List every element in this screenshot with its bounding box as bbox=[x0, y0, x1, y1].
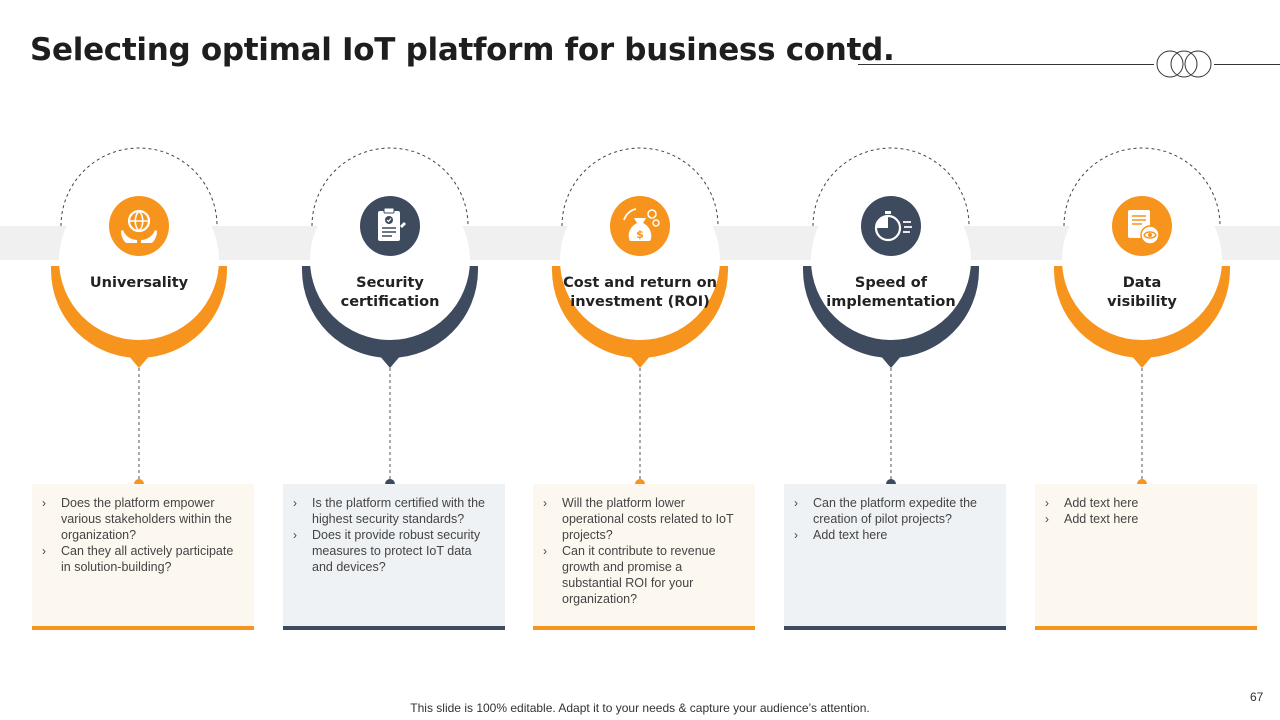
title-rule-left bbox=[858, 64, 1154, 65]
factor-detail-card: ›Is the platform certified with the high… bbox=[283, 484, 505, 630]
title-rule-right bbox=[1214, 64, 1280, 65]
bullet-item: ›Can it contribute to revenue growth and… bbox=[543, 544, 716, 606]
factor-cost-roi: $ Cost and return on investment (ROI) ›W… bbox=[515, 0, 765, 720]
slide-title: Selecting optimal IoT platform for busin… bbox=[30, 32, 895, 68]
globe-in-hands-icon bbox=[109, 196, 169, 256]
bullet-item: ›Add text here bbox=[1045, 512, 1139, 526]
stopwatch-icon bbox=[861, 196, 921, 256]
factor-universality: Universality ›Does the platform empower … bbox=[14, 0, 264, 720]
data-visibility-icon bbox=[1112, 196, 1172, 256]
linked-rings-icon bbox=[1156, 50, 1212, 78]
factor-detail-card: ›Add text here ›Add text here bbox=[1035, 484, 1257, 630]
factor-label: Universality bbox=[89, 275, 189, 291]
factor-detail-card: ›Will the platform lower operational cos… bbox=[533, 484, 755, 630]
factor-label: Security certification bbox=[340, 275, 440, 310]
factor-detail-card: ›Does the platform empower various stake… bbox=[32, 484, 254, 630]
page-number: 67 bbox=[1250, 690, 1264, 704]
bullet-item: ›Add text here bbox=[794, 528, 888, 542]
bullet-item: ›Is the platform certified with the high… bbox=[293, 496, 485, 526]
circle-frame bbox=[302, 147, 478, 489]
certified-clipboard-icon bbox=[360, 196, 420, 256]
circle-frame bbox=[803, 147, 979, 489]
money-bag-icon: $ bbox=[610, 196, 670, 256]
circle-frame bbox=[51, 147, 227, 489]
factor-security-certification: Security certification ›Is the platform … bbox=[265, 0, 515, 720]
factor-label: Data visibility bbox=[1107, 275, 1177, 310]
factor-detail-card: ›Can the platform expedite the creation … bbox=[784, 484, 1006, 630]
circle-frame bbox=[552, 147, 728, 489]
footer-note: This slide is 100% editable. Adapt it to… bbox=[410, 701, 870, 715]
bullet-item: ›Can they all actively participate in so… bbox=[42, 544, 234, 574]
factor-data-visibility: Data visibility ›Add text here ›Add text… bbox=[1017, 0, 1267, 720]
svg-text:$: $ bbox=[636, 228, 644, 241]
bullet-item: ›Can the platform expedite the creation … bbox=[794, 496, 977, 526]
bullet-item: ›Will the platform lower operational cos… bbox=[543, 496, 734, 542]
factor-label: Cost and return on investment (ROI) bbox=[563, 275, 717, 310]
circle-frame bbox=[1054, 147, 1230, 489]
bullet-item: ›Does the platform empower various stake… bbox=[42, 496, 232, 542]
factor-speed-of-implementation: Speed of implementation ›Can the platfor… bbox=[766, 0, 1016, 720]
bullet-item: ›Add text here bbox=[1045, 496, 1139, 510]
factor-label: Speed of implementation bbox=[826, 275, 956, 310]
bullet-item: ›Does it provide robust security measure… bbox=[293, 528, 481, 574]
